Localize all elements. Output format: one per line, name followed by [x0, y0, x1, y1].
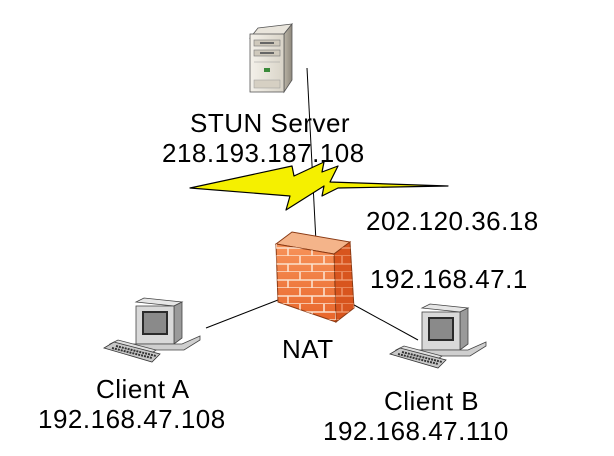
server-ip-label: 218.193.187.108 [162, 138, 365, 168]
nat-private-ip-label: 192.168.47.1 [370, 264, 528, 294]
nat-public-ip-label: 202.120.36.18 [366, 206, 539, 236]
link-nat-client-a [205, 299, 279, 329]
client-b-ip-label: 192.168.47.110 [323, 416, 509, 446]
server-name-label: STUN Server [190, 108, 351, 138]
server-tower-icon [249, 22, 293, 94]
desktop-computer-icon [389, 303, 487, 369]
client-a-ip-label: 192.168.47.108 [38, 404, 226, 434]
firewall-icon [274, 231, 355, 323]
client-b-name-label: Client B [384, 386, 480, 416]
desktop-computer-icon [103, 297, 201, 363]
client-a-name-label: Client A [96, 374, 190, 404]
link-server-nat [306, 67, 317, 243]
nat-name-label: NAT [282, 334, 334, 364]
link-nat-client-b [344, 299, 419, 341]
lightning-bolt-icon [189, 161, 449, 211]
